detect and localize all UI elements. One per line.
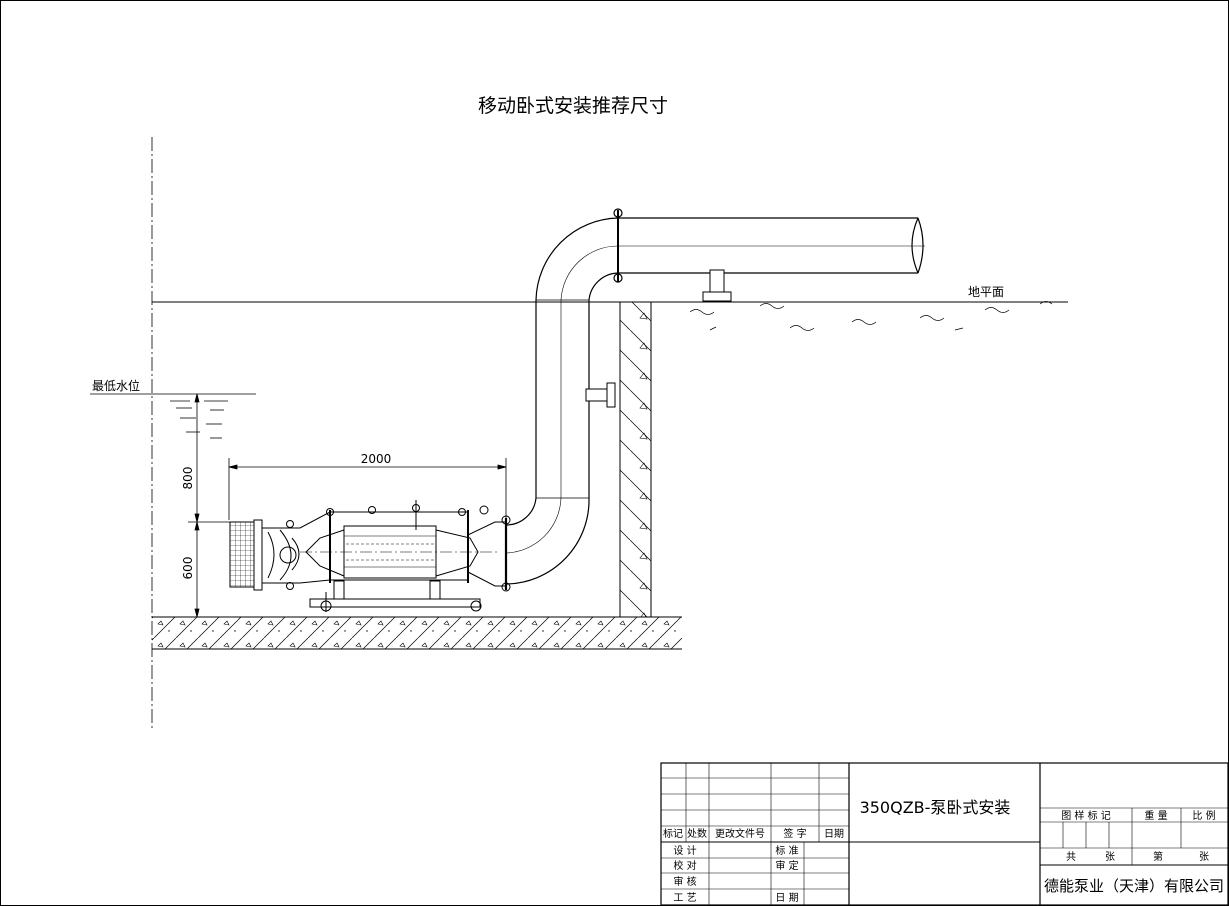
dim-2000: 2000 — [361, 452, 392, 466]
riser-pipe — [505, 217, 619, 585]
pump-assembly — [229, 500, 511, 612]
inlet-strainer — [229, 521, 257, 588]
rev-header-sign: 签 字 — [783, 827, 806, 840]
dim-600: 600 — [181, 557, 195, 580]
rev-header-doc: 更改文件号 — [715, 827, 765, 840]
water-marks — [170, 400, 228, 439]
sheet-unit-2: 张 — [1199, 851, 1209, 863]
rev-header-date: 日期 — [824, 828, 844, 840]
sign-check: 校 对 — [673, 859, 696, 872]
pit-floor — [152, 617, 682, 649]
pipe-support — [702, 269, 732, 302]
sheet-no: 第 — [1153, 850, 1163, 863]
pit-wall — [620, 302, 651, 617]
horizontal-dimension — [228, 458, 507, 520]
ground-texture — [689, 301, 1053, 331]
vertical-dimension — [188, 393, 230, 618]
meta-scale: 比 例 — [1192, 809, 1215, 822]
discharge-pipe — [613, 208, 925, 283]
sign-approve: 审 定 — [775, 859, 798, 872]
drawing-title: 移动卧式安装推荐尺寸 — [478, 95, 668, 117]
sheet-total: 共 — [1066, 851, 1076, 863]
title-block — [660, 762, 1229, 906]
sign-date: 日 期 — [775, 892, 798, 904]
company-name: 德能泵业（天津）有限公司 — [1044, 877, 1224, 895]
sign-process: 工 艺 — [673, 892, 696, 904]
dim-800: 800 — [181, 467, 195, 490]
meta-weight: 重 量 — [1144, 809, 1167, 822]
water-level-label: 最低水位 — [92, 378, 140, 393]
sheet-unit: 张 — [1105, 851, 1115, 863]
sign-review: 审 核 — [673, 875, 696, 888]
drawing-name: 350QZB-泵卧式安装 — [860, 798, 1011, 817]
meta-drawing-mark: 图 样 标 记 — [1061, 809, 1111, 822]
ground-label: 地平面 — [968, 285, 1004, 299]
rev-header-mark: 标记 — [663, 828, 683, 840]
rev-header-count: 处数 — [687, 827, 707, 840]
wall-bracket — [585, 382, 616, 408]
sign-design: 设 计 — [673, 844, 696, 857]
sign-standard: 标 准 — [775, 845, 798, 857]
